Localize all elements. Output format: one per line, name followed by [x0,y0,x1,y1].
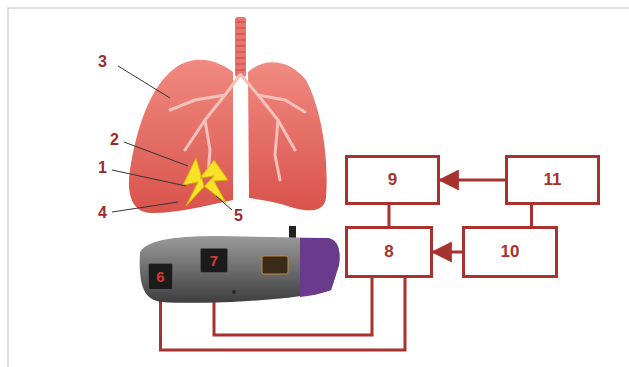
frame [8,8,629,367]
leader-line [112,202,178,212]
device-screen [262,256,288,274]
trachea-ring [236,34,245,35]
box-number: 11 [544,170,562,190]
lightning-bolt [183,158,228,206]
trachea-rings [236,22,245,70]
leader-line [118,66,170,98]
callout-number: 5 [234,208,243,224]
handheld-device [140,236,340,303]
connector-line [433,251,462,254]
connector-line [388,205,391,226]
bronchus [170,95,225,110]
box-number: 7 [210,252,218,269]
callout-number: 3 [98,54,107,70]
trachea-ring [236,64,245,65]
callout-number: 2 [110,132,119,148]
bronchus [185,75,240,150]
bronchi [170,75,305,180]
process-box: 11 [505,155,600,205]
connector-line [530,205,533,226]
box-number: 6 [156,268,164,285]
box-number: 10 [501,242,520,262]
bronchus [258,95,305,112]
box-number: 8 [384,242,393,262]
bronchus [275,120,280,180]
device-screw [232,290,236,294]
process-box: 8 [345,226,433,278]
trachea [235,17,246,77]
leader-line [124,142,188,166]
callout-number: 1 [98,160,107,176]
trachea-ring [236,40,245,41]
leader-lines [112,66,232,212]
leader-line [216,196,232,210]
trachea-ring [236,52,245,53]
trachea-ring [236,28,245,29]
callout-number: 4 [98,205,107,221]
device-band [300,238,340,297]
bronchus [241,75,295,150]
trachea-ring [236,58,245,59]
port-box: 6 [148,263,173,290]
trachea-ring [236,46,245,47]
trachea-ring [236,70,245,71]
process-box: 10 [462,226,558,278]
port-box: 7 [200,248,228,273]
trachea-ring [236,22,245,23]
connector-line [440,179,505,182]
leader-line [112,170,186,186]
process-box: 9 [345,155,440,205]
box-number: 9 [388,170,397,190]
